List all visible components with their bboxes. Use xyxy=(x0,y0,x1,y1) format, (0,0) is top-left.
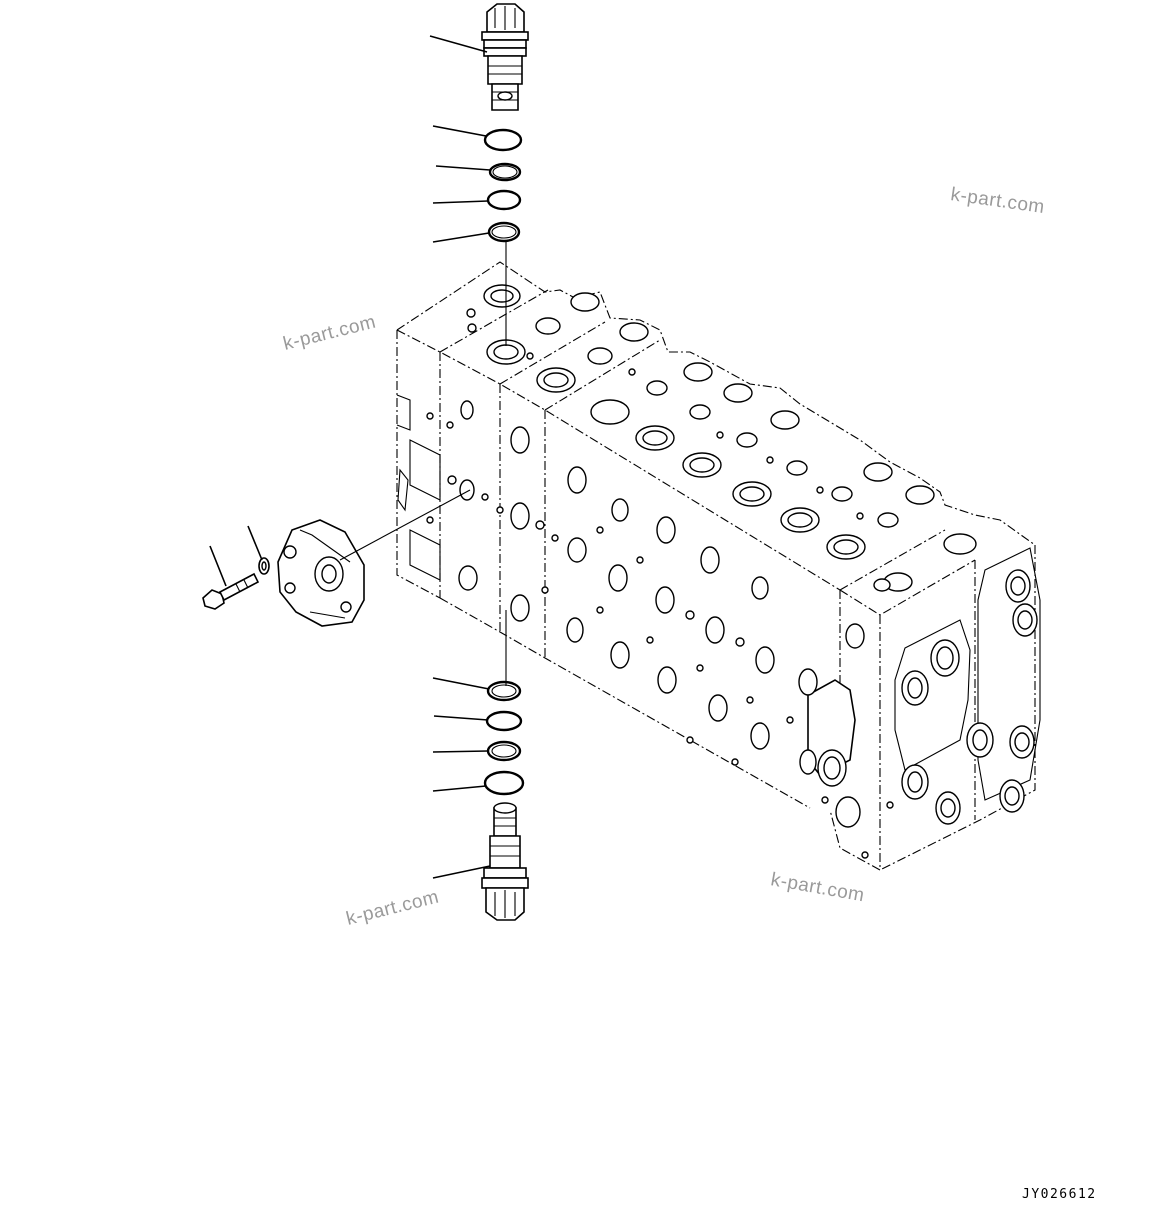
bottom-valve-cartridge xyxy=(481,802,529,921)
top-o-rings xyxy=(483,128,523,243)
flange-axis-line xyxy=(339,489,471,561)
flange-cover xyxy=(277,519,365,627)
flange-bolt xyxy=(202,572,260,610)
top-valve-cartridge xyxy=(481,3,529,111)
watermark-4: k-part.com xyxy=(769,869,866,906)
end-cap-bosses xyxy=(817,569,1038,859)
o-ring-5 xyxy=(485,710,523,732)
bottom-o-rings xyxy=(483,680,525,796)
watermark-2: k-part.com xyxy=(281,312,378,355)
o-ring-7 xyxy=(483,770,525,796)
watermark-3: k-part.com xyxy=(344,887,441,930)
o-ring-1 xyxy=(483,128,523,152)
o-ring-4 xyxy=(486,680,522,702)
watermark-1: k-part.com xyxy=(949,184,1046,218)
backup-ring-1 xyxy=(488,162,522,182)
spring-washer xyxy=(258,557,270,575)
o-ring-2 xyxy=(486,189,522,211)
drawing-reference-code: JY026612 xyxy=(1022,1187,1097,1202)
o-ring-3 xyxy=(487,221,521,243)
control-valve-body xyxy=(396,261,1041,871)
side-face-holes xyxy=(426,400,818,775)
callout-leaders xyxy=(209,35,491,879)
